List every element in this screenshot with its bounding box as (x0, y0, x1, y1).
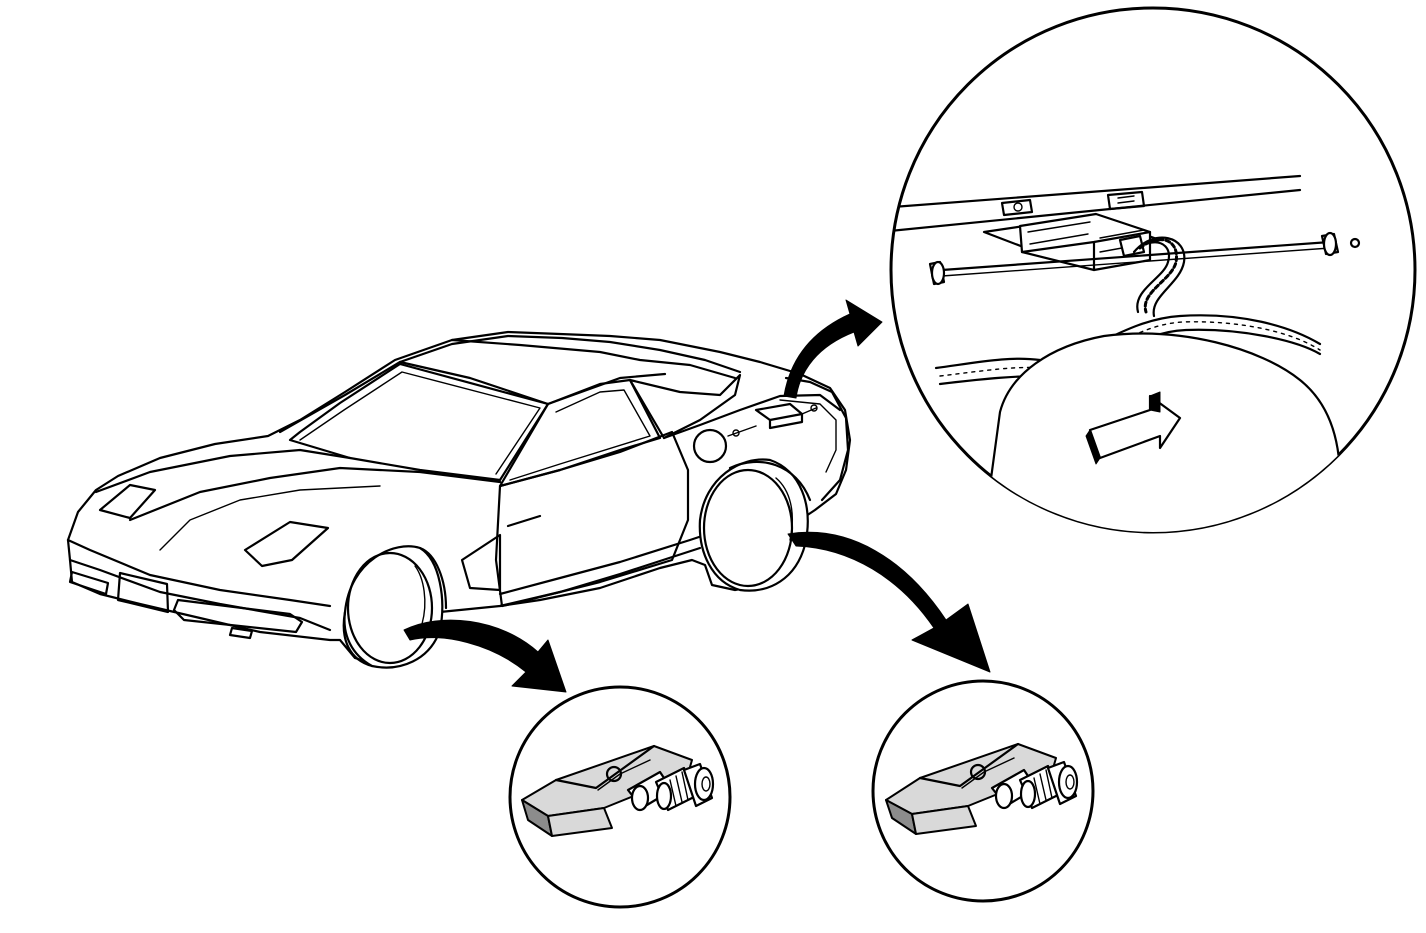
fog-lamp-right (172, 598, 304, 634)
headlamp-left (98, 483, 157, 520)
tire-pressure-sensor-icon (521, 744, 715, 837)
receiver-detail-callout (889, 6, 1417, 534)
callout-arrows (403, 299, 991, 693)
side-scoop (460, 533, 502, 592)
roof-rail-rear (450, 338, 737, 380)
turn-signal (228, 626, 254, 640)
arrow-to-receiver (783, 299, 883, 399)
license-plate (116, 571, 170, 614)
mount-clip-right (1106, 190, 1146, 211)
hood-bulge (159, 485, 381, 551)
arrow-to-front-sensor (403, 619, 567, 693)
body-panel-edge (891, 174, 1302, 210)
rocker-panel (498, 533, 707, 596)
rocker-panel-lower (498, 546, 702, 608)
rear-wheel-sensor-callout (871, 679, 1095, 903)
body-panel-edge-lower (891, 188, 1302, 234)
front-fascia (68, 558, 332, 632)
front-bumper (66, 538, 332, 608)
antenna-wire (940, 240, 1332, 272)
module-connector (1118, 234, 1146, 258)
headlamp-right (243, 520, 330, 568)
wire-harness (1138, 238, 1178, 314)
tire-pressure-sensor-icon (885, 742, 1079, 835)
door (494, 430, 690, 608)
arrow-to-rear-sensor (787, 531, 991, 673)
door-handle (506, 514, 542, 528)
mount-clip-left (1000, 198, 1034, 217)
fuel-door (692, 428, 728, 464)
sensor-body-side (547, 807, 613, 837)
forward-direction-arrow-shade (1085, 429, 1101, 465)
antenna-end-right (810, 404, 818, 412)
hood-line-left (94, 448, 352, 494)
windshield-inner (299, 371, 541, 475)
hood-line-center (128, 466, 502, 522)
front-wheel-sensor-callout (508, 685, 732, 909)
car-illustration (66, 330, 852, 669)
rear-quarter-inner (779, 399, 837, 473)
antenna-end-left (732, 429, 740, 437)
rear-quarter (784, 376, 850, 502)
rear-deck (662, 393, 842, 440)
sensor-body-side (911, 805, 977, 835)
fog-lamp-left (68, 570, 110, 596)
side-window-inner (509, 389, 651, 481)
receiver-module-on-car-side (768, 412, 804, 430)
car-roof (278, 334, 742, 434)
